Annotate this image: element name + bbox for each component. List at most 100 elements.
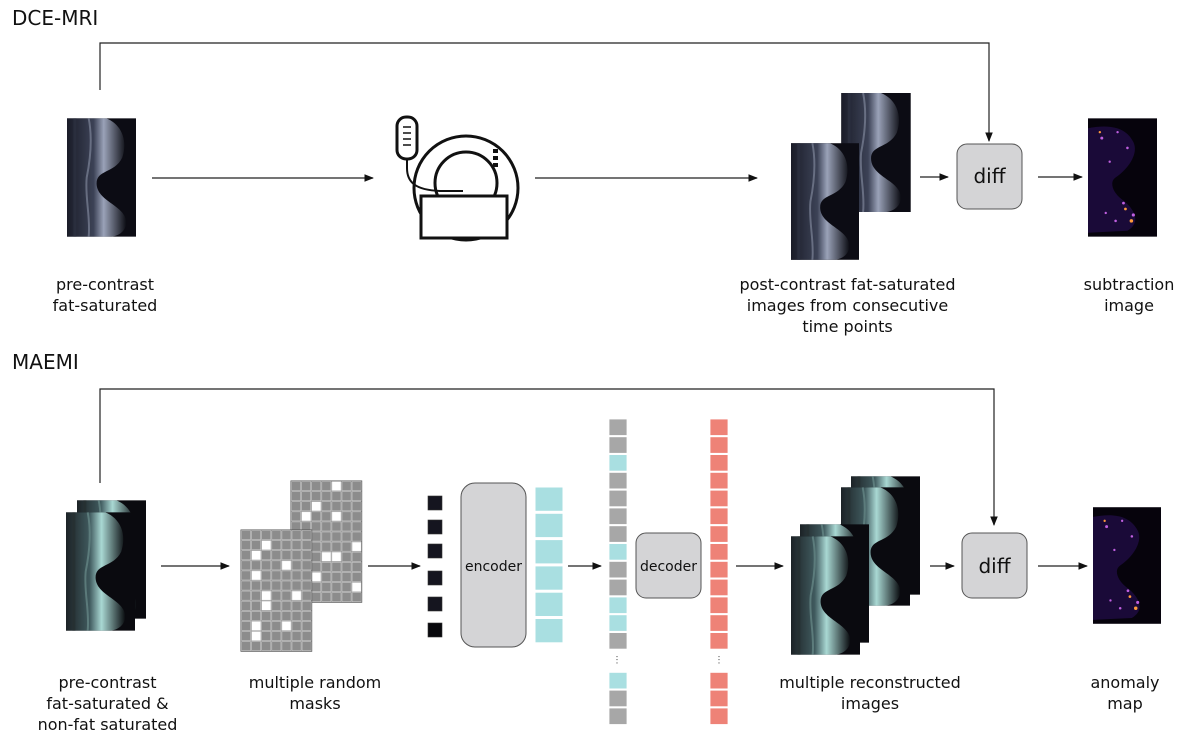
mask-visible-patch — [311, 572, 322, 582]
mask-cell — [321, 531, 332, 542]
mask-cell — [321, 561, 332, 572]
mask-cell — [281, 570, 292, 581]
subtraction-label: subtraction image — [1083, 275, 1175, 315]
mask-cell — [251, 641, 262, 651]
output-token — [709, 689, 729, 708]
mask-cell — [331, 521, 342, 532]
mask-cell — [281, 580, 292, 591]
mask-token — [608, 418, 628, 436]
mask-cell — [351, 531, 362, 542]
mask-cell — [291, 560, 302, 571]
mask-visible-patch — [251, 570, 262, 581]
mask-cell — [241, 580, 251, 591]
mask-token — [608, 632, 628, 650]
mask-visible-patch — [261, 540, 272, 550]
output-token — [709, 707, 729, 725]
mri-scanner-icon — [395, 115, 520, 242]
mask-cell — [301, 631, 312, 641]
mask-visible-patch — [261, 590, 272, 601]
bottom-skip-connection — [99, 388, 998, 526]
mask-cell — [271, 570, 282, 581]
mask-cell — [261, 570, 272, 581]
mask-cell — [331, 592, 342, 602]
mask-cell — [291, 621, 302, 631]
mask-cell — [311, 491, 322, 502]
mask-cell — [301, 550, 312, 561]
mask-visible-patch — [351, 541, 362, 552]
token-ellipsis: ⋮ — [613, 655, 622, 665]
mask-cell — [351, 511, 362, 522]
mask-cell — [271, 600, 282, 611]
mask-cell — [331, 491, 342, 502]
mask-cell — [341, 481, 352, 491]
maemi-title: MAEMI — [12, 350, 79, 374]
reconstructed-label: multiple reconstructed images — [779, 673, 961, 713]
output-token — [709, 672, 729, 690]
decoder-output-tokens: ⋮ — [709, 418, 729, 725]
latent-token — [534, 486, 564, 512]
mask-token — [608, 525, 628, 543]
mask-cell — [351, 551, 362, 562]
mask-cell — [261, 580, 272, 591]
mask-cell — [301, 491, 312, 502]
mask-cell — [281, 641, 292, 651]
mask-cell — [351, 561, 362, 572]
mask-cell — [331, 541, 342, 552]
mask-cell — [321, 582, 332, 592]
masks-label: multiple random masks — [248, 673, 382, 713]
decoder-input-tokens: ⋮ — [608, 418, 628, 725]
mask-cell — [351, 572, 362, 582]
mask-cell — [261, 560, 272, 571]
mask-cell — [301, 540, 312, 550]
mask-cell — [331, 572, 342, 582]
mask-cell — [331, 501, 342, 512]
mask-cell — [271, 580, 282, 591]
mask-cell — [291, 610, 302, 621]
mask-background — [240, 529, 313, 652]
mask-cell — [321, 592, 332, 602]
mask-cell — [341, 572, 352, 582]
mask-cell — [291, 481, 301, 491]
latent-token — [534, 539, 564, 565]
mask-cell — [271, 590, 282, 601]
mask-cell — [291, 600, 302, 611]
subtraction-image — [1088, 118, 1157, 237]
pre-contrast-image — [67, 118, 136, 237]
mask-cell — [271, 530, 282, 540]
latent-tokens — [534, 486, 564, 644]
mask-cell — [351, 481, 362, 491]
mask-cell — [301, 570, 312, 581]
mask-visible-patch — [281, 560, 292, 571]
output-token — [709, 507, 729, 525]
output-token — [709, 561, 729, 579]
mask-cell — [291, 580, 302, 591]
mask-token — [608, 689, 628, 708]
mask-cell — [301, 530, 312, 540]
mask-visible-patch — [251, 550, 262, 561]
mask-cell — [351, 592, 362, 602]
mask-cell — [241, 600, 251, 611]
visible-token — [608, 672, 628, 690]
dce-mri-title: DCE-MRI — [12, 6, 99, 30]
mask-cell — [311, 592, 322, 602]
mask-visible-patch — [331, 511, 342, 522]
top-skip-connection — [99, 42, 993, 142]
mask-cell — [241, 540, 251, 550]
mask-cell — [271, 621, 282, 631]
output-token — [709, 436, 729, 454]
mask-cell — [341, 551, 352, 562]
patch-token — [427, 543, 443, 559]
output-token — [709, 454, 729, 472]
mask-cell — [301, 481, 312, 491]
mask-cell — [321, 501, 332, 512]
mask-cell — [331, 582, 342, 592]
post-contrast-label: post-contrast fat-saturated images from … — [739, 275, 956, 336]
mask-cell — [291, 540, 302, 550]
output-token — [709, 543, 729, 561]
mask-cell — [241, 631, 251, 641]
mask-token — [608, 707, 628, 725]
mask-cell — [261, 621, 272, 631]
mask-cell — [241, 590, 251, 601]
mask-cell — [331, 531, 342, 542]
mask-visible-patch — [311, 501, 322, 512]
